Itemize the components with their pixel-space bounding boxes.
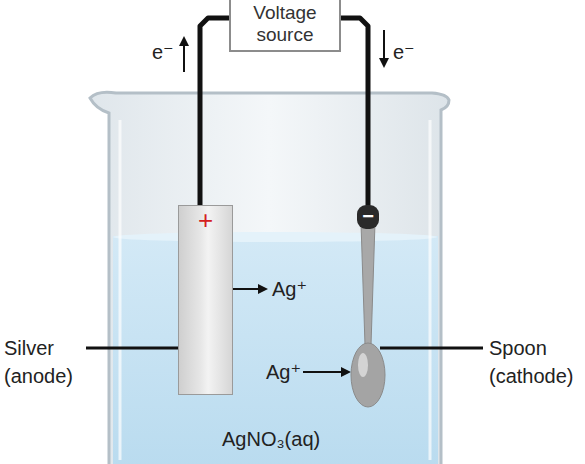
polarity-sign: +: [179, 206, 232, 234]
electron-label: e⁻: [152, 38, 174, 66]
spoon-handle: [361, 223, 375, 345]
wire: [341, 18, 368, 205]
silver-anode: +: [178, 205, 233, 395]
wire: [200, 18, 229, 205]
spoon-highlight: [358, 353, 368, 377]
electron-arrow: [183, 38, 185, 72]
electron-label: e⁻: [393, 38, 415, 66]
polarity-sign: −: [350, 205, 386, 227]
spoon-cathode: −: [350, 205, 386, 410]
solution-label: AgNO₃(aq): [222, 425, 320, 453]
solution-surface: [113, 232, 437, 242]
spoon-shape: [350, 205, 386, 410]
ion-label: Ag⁺: [266, 358, 301, 386]
voltage-source-box: Voltage source: [229, 0, 341, 52]
ion-label: Ag⁺: [272, 275, 307, 303]
solution: [113, 236, 438, 464]
spoon-bowl: [351, 343, 385, 407]
leader-line: [380, 347, 483, 350]
ion-arrow: [303, 371, 349, 373]
glass-highlight: [429, 120, 432, 460]
beaker-glass: [90, 92, 449, 464]
part-label: Silver (anode): [4, 334, 80, 390]
leader-line: [86, 347, 190, 350]
glass-highlight: [119, 120, 122, 460]
part-label: Spoon (cathode): [489, 334, 581, 390]
electron-arrow: [383, 30, 385, 66]
device-label: Voltage source: [239, 2, 331, 46]
